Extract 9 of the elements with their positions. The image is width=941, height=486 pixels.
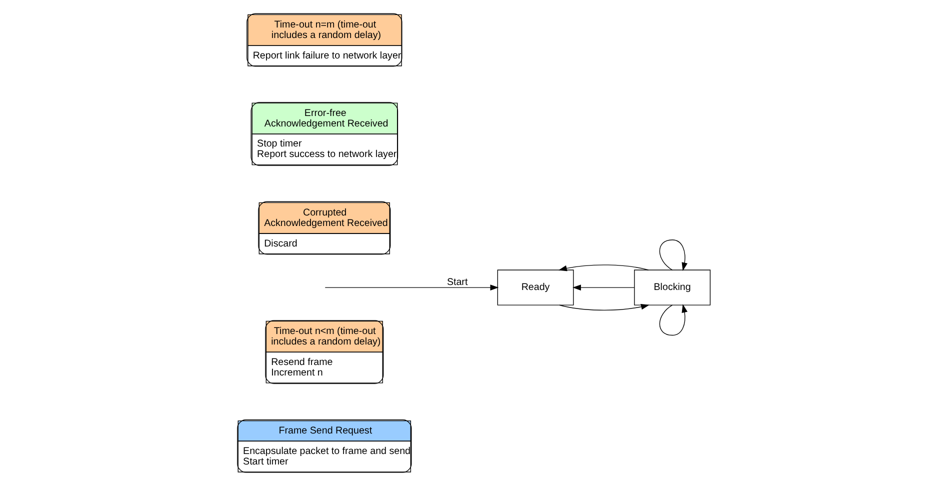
arrow bbox=[558, 304, 649, 310]
arrow bbox=[324, 284, 498, 290]
node-box: Ready bbox=[496, 270, 574, 306]
node-box: Blocking bbox=[634, 270, 710, 306]
arrow bbox=[572, 284, 634, 290]
arrow bbox=[558, 264, 648, 272]
arrow bbox=[658, 304, 687, 336]
arrow bbox=[658, 240, 687, 271]
edge-label: Start bbox=[446, 276, 468, 288]
